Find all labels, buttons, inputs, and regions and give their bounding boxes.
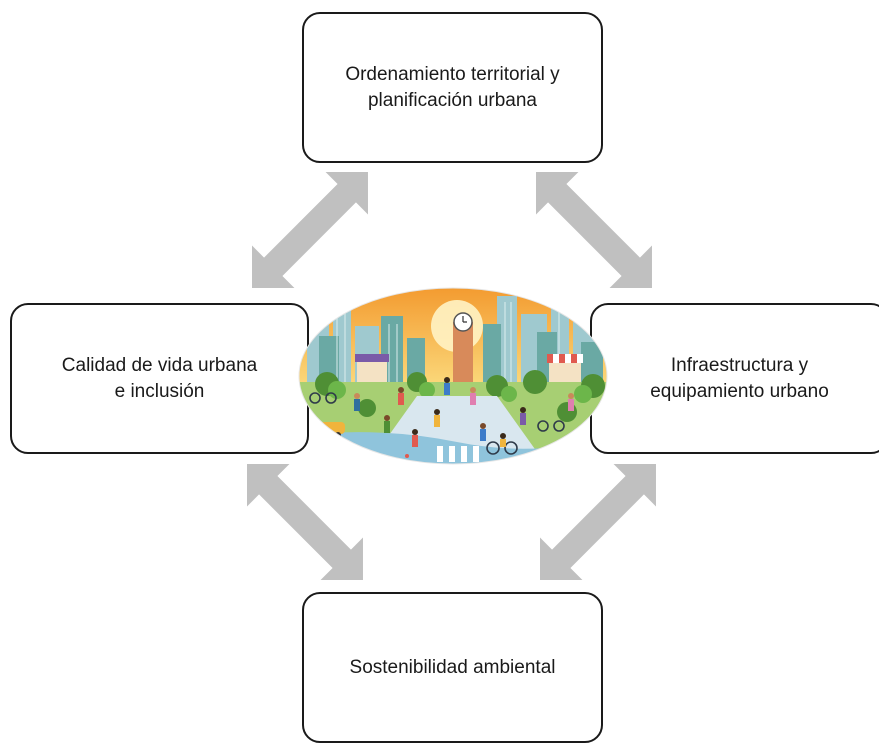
- node-territorial-planning-label: Ordenamiento territorial y planificación…: [345, 64, 560, 111]
- arrow-left-bottom: [247, 464, 363, 580]
- arrow-right-bottom: [540, 464, 656, 580]
- node-infrastructure: Infraestructura y equipamiento urbano: [590, 303, 879, 454]
- city-illustration-icon: [298, 287, 608, 465]
- node-environmental-sustainability: Sostenibilidad ambiental: [302, 592, 603, 743]
- node-territorial-planning: Ordenamiento territorial y planificación…: [302, 12, 603, 163]
- node-infrastructure-label: Infraestructura y equipamiento urbano: [650, 355, 829, 402]
- node-environmental-sustainability-label: Sostenibilidad ambiental: [349, 656, 556, 678]
- arrow-top-left: [252, 172, 368, 288]
- node-quality-of-life-label: Calidad de vida urbana e inclusión: [61, 355, 258, 402]
- arrow-top-right: [536, 172, 652, 288]
- node-quality-of-life: Calidad de vida urbana e inclusión: [10, 303, 309, 454]
